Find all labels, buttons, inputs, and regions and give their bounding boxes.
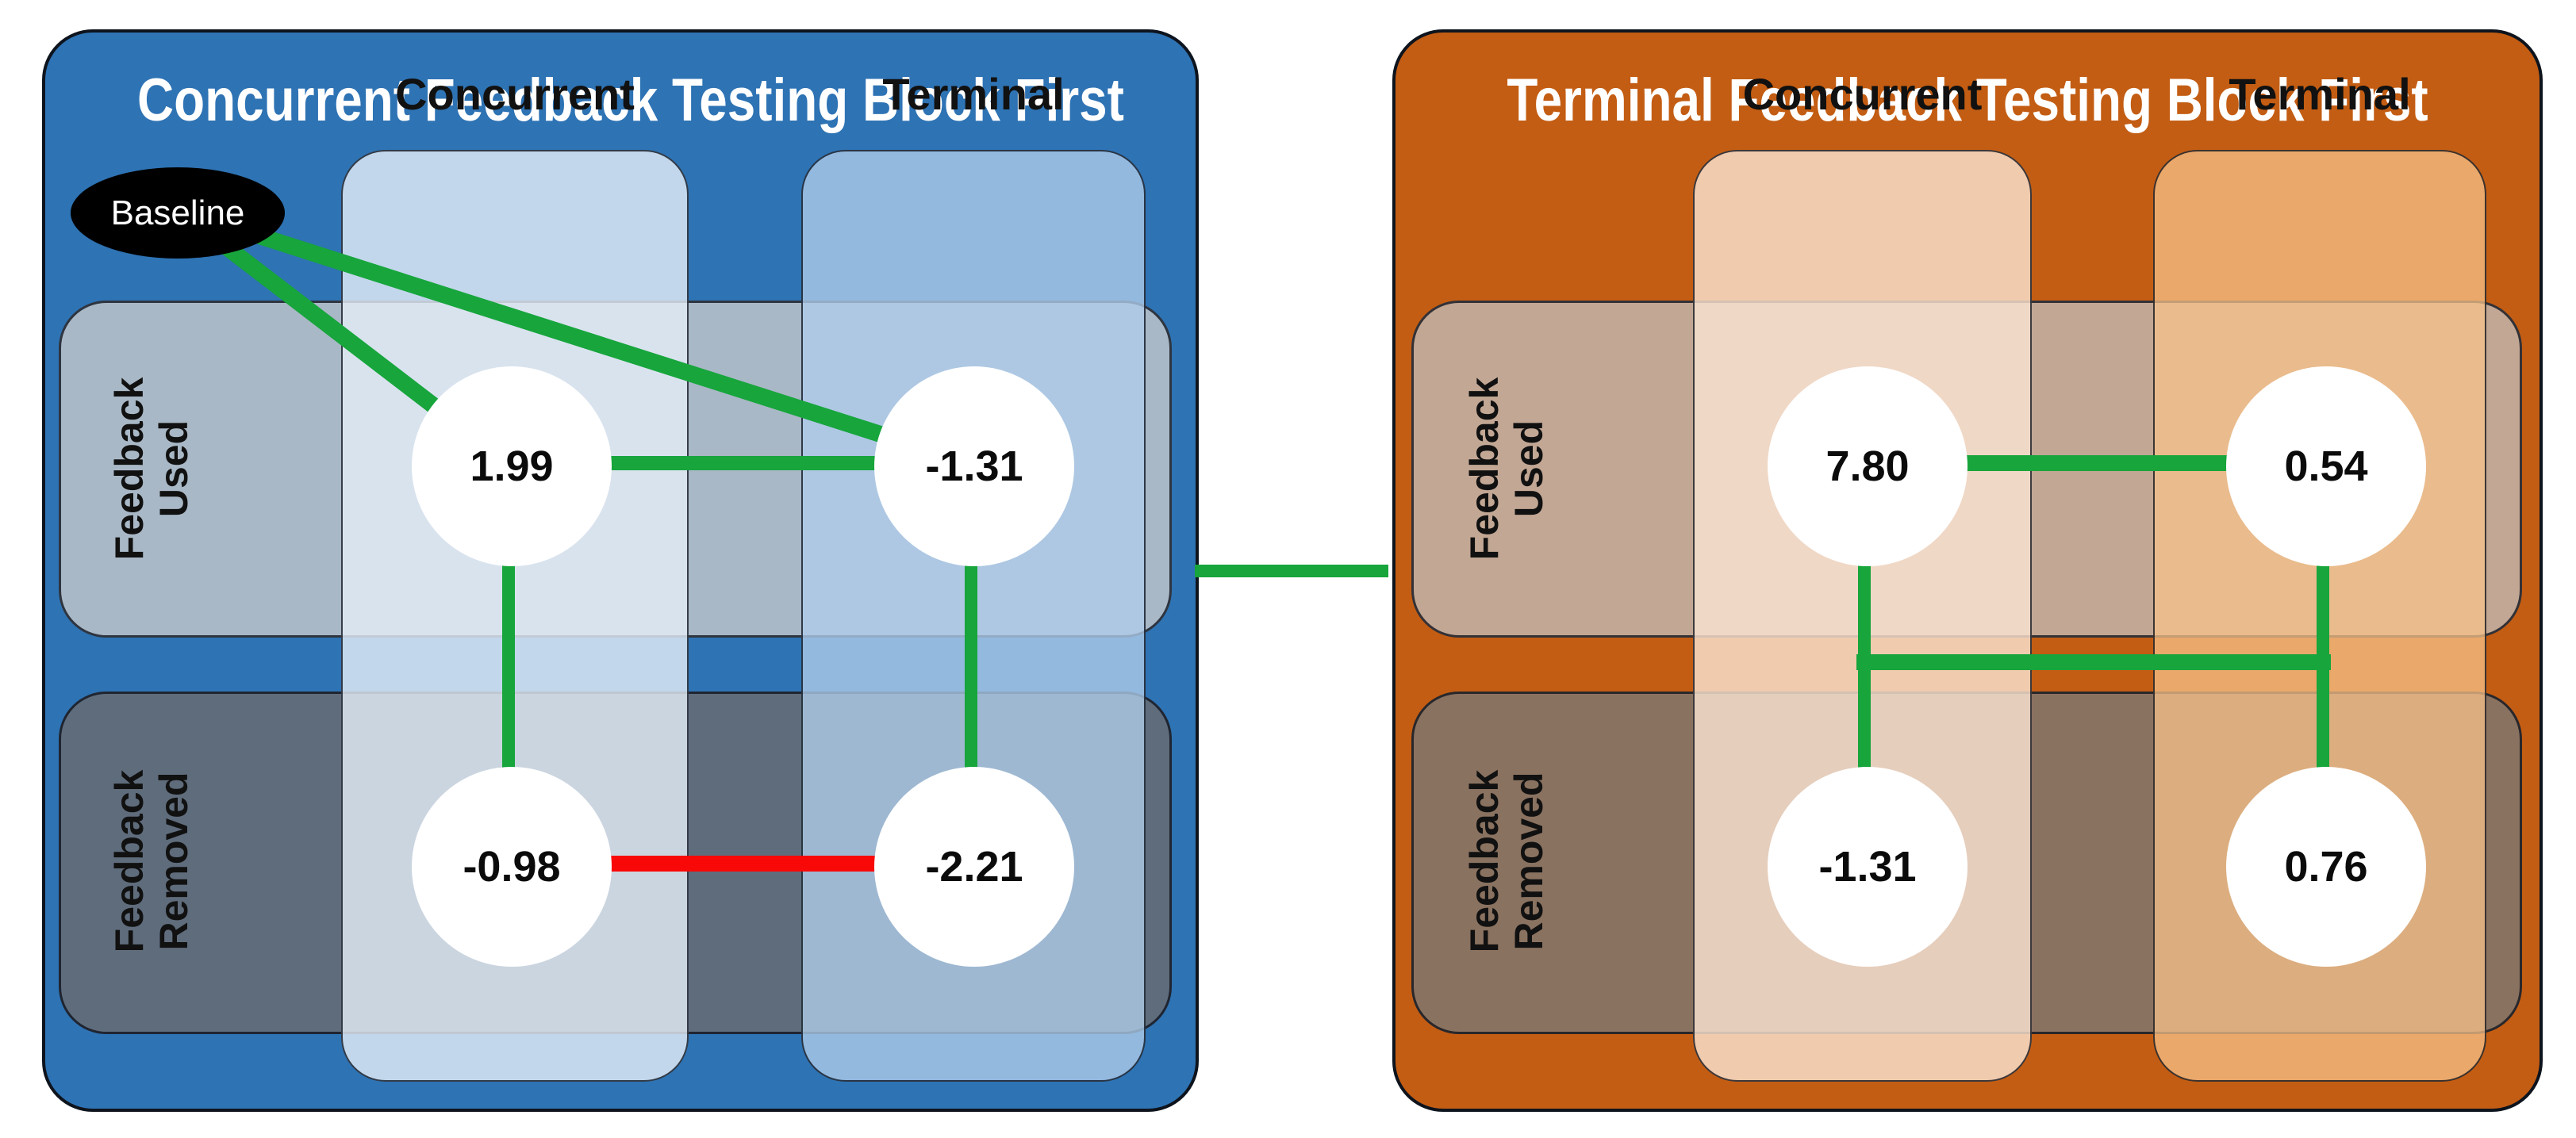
node-removed-concurrent: -1.31 [1768,767,1968,967]
column-label-concurrent: Concurrent [395,69,635,119]
column-label-terminal: Terminal [2229,69,2411,119]
node-used-terminal: 0.54 [2226,366,2426,566]
column-label-terminal: Terminal [882,69,1065,119]
node-used-terminal: -1.31 [874,366,1074,566]
baseline-node: Baseline [71,167,285,259]
node-removed-terminal: -2.21 [874,767,1074,967]
edge-baseline-to-cf-used-terminal [175,201,974,472]
panel-title: Terminal Feedback Testing Block First [1507,67,2428,134]
column-label-concurrent: Concurrent [1742,69,1983,119]
node-used-concurrent: 7.80 [1768,366,1968,566]
node-removed-terminal: 0.76 [2226,767,2426,967]
node-used-concurrent: 1.99 [412,366,612,566]
panel-terminal-first: Terminal Feedback Testing Block First Co… [1392,29,2543,1112]
node-removed-concurrent: -0.98 [412,767,612,967]
panel-title: Concurrent Feedback Testing Block First [137,67,1124,134]
